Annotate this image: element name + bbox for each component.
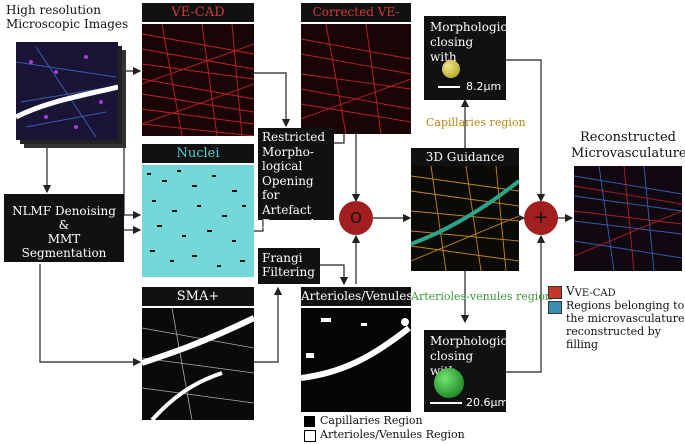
reconstructed-line2: Microvasculature (571, 146, 685, 161)
sma-title: SMA+ (142, 287, 254, 306)
arterioles-region-label: Arterioles-venules region (411, 290, 553, 303)
merge-operator: + (524, 201, 558, 235)
arterioles-title: Arterioles/Venules (301, 287, 413, 306)
input-title-line2: Microscopic Images (6, 17, 129, 31)
sphere-20-icon (434, 368, 464, 398)
vecad-title: VE-CAD (142, 3, 254, 22)
legend-black-swatch (304, 416, 315, 427)
union-operator: O (339, 201, 373, 235)
legend-red-sub: VE-CAD (574, 288, 616, 299)
restricted-opening-box: Restricted Morpho- logical Opening for A… (258, 128, 334, 231)
opening-line5: for Artefact (262, 188, 312, 217)
nlmf-line3: MMT Segmentation (21, 232, 107, 260)
nlmf-line1: NLMF Denoising (12, 204, 116, 218)
legend-white-swatch (304, 430, 316, 442)
guidance-title: 3D Guidance Map (411, 148, 519, 182)
capillaries-region-label: Capillaries region (426, 116, 526, 129)
nuclei-title: Nuclei (142, 144, 254, 163)
nlmf-line2: & (58, 218, 70, 232)
legend-capillaries: Capillaries Region (320, 414, 423, 427)
legend-arterioles: Arterioles/Venules Region (320, 428, 465, 441)
nlmf-mmt-box: NLMF Denoising & MMT Segmentation (4, 194, 124, 262)
opening-line3: logical (262, 159, 303, 173)
legend-blue-line1: Regions belonging to (566, 299, 685, 312)
input-microscopy-image (16, 42, 118, 140)
closing-top-line2: closing with (430, 35, 474, 64)
closing-bottom-scale: 20.6μm (466, 396, 509, 409)
guidance-image (411, 166, 519, 271)
arterioles-image (301, 308, 411, 412)
closing-bottom-box: Morphological closing with 20.6μm (424, 330, 519, 412)
corrected-vecad-image (301, 24, 411, 134)
reconstructed-title: Reconstructed Microvasculature (571, 130, 685, 162)
reconstructed-image (574, 166, 682, 271)
legend-blue-line2: the microvasculature (566, 312, 685, 325)
closing-bottom-line1: Morphological (430, 334, 519, 348)
legend-blue-line3: reconstructed by filling (566, 325, 661, 351)
corrected-vecad-title: Corrected VE-CAD (301, 3, 411, 38)
opening-line6: Removal (262, 217, 315, 231)
legend-blue-label: Regions belonging to the microvasculatur… (566, 299, 685, 351)
legend-blue-swatch (548, 301, 562, 314)
nuclei-image (142, 165, 254, 277)
legend-red-swatch (548, 286, 562, 299)
closing-top-box: Morphological closing with 8.2μm (424, 16, 519, 100)
frangi-line2: Filtering (262, 265, 315, 279)
scale-bar-top (438, 86, 460, 88)
scale-bar-bottom (430, 402, 462, 404)
input-title: High resolution Microscopic Images (6, 3, 136, 31)
reconstructed-line1: Reconstructed (580, 130, 676, 145)
legend-red-label: VVE-CAD (566, 284, 616, 301)
closing-top-scale: 8.2μm (466, 80, 502, 93)
frangi-box: Frangi Filtering (258, 248, 320, 284)
input-title-line1: High resolution (6, 3, 101, 17)
sma-image (142, 308, 254, 420)
closing-top-line1: Morphological (430, 20, 519, 34)
legend-red-prefix: V (566, 284, 575, 298)
opening-line1: Restricted (262, 130, 326, 144)
opening-line2: Morpho- (262, 144, 314, 159)
vecad-image (142, 24, 254, 136)
opening-line4: Opening (262, 173, 314, 188)
frangi-line1: Frangi (262, 251, 303, 265)
sphere-8-icon (442, 60, 460, 78)
